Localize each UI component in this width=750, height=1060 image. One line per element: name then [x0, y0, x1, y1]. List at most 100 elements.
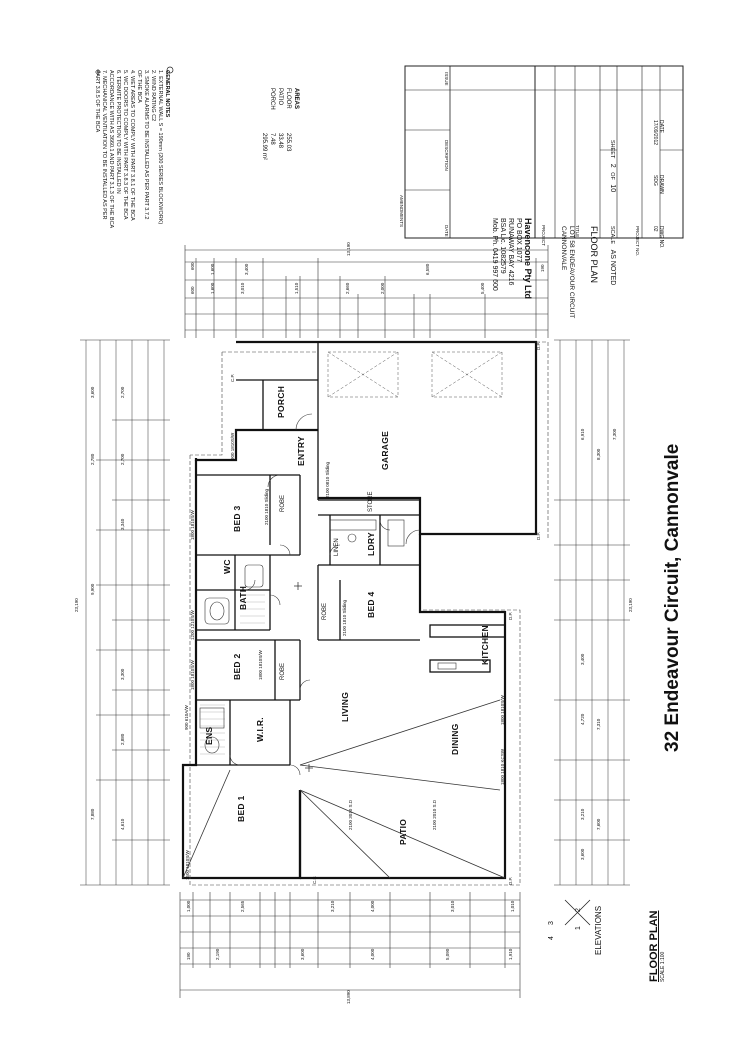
dim-left-1: 9,900: [90, 583, 95, 595]
company-line: RUNAWAY BAY 4216: [507, 218, 514, 286]
window-tag: 2100 3010 S.D: [348, 799, 353, 830]
room-robe4: ROBE: [322, 602, 328, 620]
window-tag: 1800 1810S/W: [258, 650, 263, 680]
room-bed1: BED 1: [236, 795, 246, 822]
room-bath: BATH: [238, 585, 248, 610]
dp-marker: D.P.: [536, 341, 541, 350]
dim-right-2: 6,910: [580, 428, 585, 440]
room-dining: DINING: [450, 723, 460, 755]
plan-title: FLOOR PLAN: [648, 910, 660, 983]
room-bed2: BED 2: [232, 653, 242, 680]
dim-bottom-2: 2,190: [215, 948, 220, 960]
slab-diagonals: [327, 351, 503, 398]
bottom-dimensions: [179, 892, 521, 998]
eave-line: [189, 341, 549, 886]
roof-lines: [182, 699, 506, 879]
close-cross-circle: [166, 66, 174, 74]
elevation-number-4: 4: [548, 936, 555, 940]
dim-left-2: 3,300: [120, 668, 125, 680]
dim-right-2: 4,720: [580, 713, 585, 725]
right-dimensions: [554, 339, 630, 886]
description-label: DESCRIPTION: [444, 140, 449, 171]
room-robe3: ROBE: [280, 494, 286, 512]
dp-marker: D.P.: [536, 531, 541, 540]
room-patio: PATIO: [398, 818, 408, 845]
general-notes: GENERAL NOTES 1. EXTERNAL WALL S = 190mm…: [93, 70, 170, 228]
window-tag: 2100 0810 Sliding: [325, 461, 330, 498]
left-dimensions: [80, 339, 170, 886]
dim-left-1: 2,780: [90, 453, 95, 465]
elevation-number-3: 3: [548, 921, 555, 925]
areas-total: 295.99 m²: [261, 133, 267, 161]
room-living: LIVING: [340, 691, 350, 722]
dp-marker: D.P.: [508, 611, 513, 620]
window-tag: 1800 1810S/W: [190, 660, 195, 690]
dim-top-2: 600: [190, 286, 195, 294]
scale-row: SCALE AS NOTED: [609, 226, 616, 286]
dim-right-overall: 23,190: [628, 598, 633, 612]
room-kitchen: KITCHEN: [480, 625, 490, 665]
window-tag: 1800 1810S/W: [500, 695, 505, 725]
project-label: PROJECT: [541, 225, 546, 247]
dim-right-1: 8,300: [596, 448, 601, 460]
room-entry: ENTRY: [296, 436, 306, 466]
room-store: STORE: [368, 491, 374, 512]
dim-bottom-2: 190: [186, 952, 191, 960]
window-tag: 900 1810S/W: [230, 432, 235, 460]
room-wir: W.I.R.: [255, 717, 265, 742]
dim-left-2: 2,880: [120, 733, 125, 745]
room-garage: GARAGE: [380, 430, 390, 470]
note-line: 2. WIND RATING C2: [150, 70, 156, 122]
amendments-label: AMENDMENTS: [399, 195, 404, 228]
fixtures: [199, 519, 457, 754]
top-dimensions: [184, 245, 549, 338]
dim-left-1: 7,880: [90, 808, 95, 820]
dim-top-2: 1,510: [294, 282, 299, 294]
dim-left-2: 2,700: [120, 386, 125, 398]
note-line: 5. WC DOORS TO COMPLY WITH PART 3.8.3 OF…: [122, 70, 128, 220]
dim-bottom-1: 1,000: [186, 900, 191, 912]
dim-top-1: 190: [540, 264, 545, 272]
dim-right-1: 7,600: [596, 818, 601, 830]
room-porch: PORCH: [276, 385, 286, 418]
dim-bottom-1: 1,010: [510, 900, 515, 912]
note-line: OF THE BCA: [136, 70, 142, 103]
dim-bottom-1: 3,210: [330, 900, 335, 912]
drawn-row: DRAWN SDG: [652, 175, 664, 194]
dim-top-2: 2,000: [380, 282, 385, 294]
company-line: Mob. Ph. 0419 997 600: [491, 218, 498, 291]
dim-left-1: 3,600: [90, 386, 95, 398]
note-line: 3. SMOKE ALARMS TO BE INSTALLED AS PER P…: [143, 70, 149, 220]
tile-hatch: [200, 594, 265, 755]
dim-right-1: 7,310: [596, 718, 601, 730]
dim-right-2: 3,600: [580, 848, 585, 860]
areas-table: AREAS FLOOR255.03 PATIO33.48 PORCH7.48 2…: [260, 88, 300, 160]
window-tag: 1200 1210S/W: [190, 610, 195, 640]
dim-right-1: 7,300: [612, 428, 617, 440]
company-block: Havencone Pty Ltd PO BOX 1077 RUNAWAY BA…: [490, 218, 533, 299]
areas-row: PORCH7.48: [269, 88, 275, 145]
dim-top-2: 3,010: [240, 282, 245, 294]
note-line: ACCORDANCE WITH AS 3660.1 AND PART 3.1.3…: [108, 70, 114, 229]
dp-marker: D.P.: [508, 876, 513, 885]
date-label: DATE: [444, 225, 449, 237]
dim-right-2: 3,210: [580, 808, 585, 820]
dim-top-overall: 13,190: [346, 242, 351, 256]
dim-left-2: 2,700: [120, 453, 125, 465]
dim-bottom-2: 3,600: [300, 948, 305, 960]
plan-scale: SCALE 1:100: [660, 951, 666, 982]
elevation-number-2: 2: [575, 908, 582, 912]
room-bed4: BED 4: [366, 591, 376, 618]
areas-row: FLOOR255.03: [285, 88, 291, 152]
sheet-row: SHEET 2 OF 10: [609, 140, 616, 193]
note-line: PART 3.8.5 OF THE BCA: [94, 70, 100, 133]
room-ens: ENS: [204, 726, 214, 745]
dim-left-2: 3,340: [120, 518, 125, 530]
areas-heading: AREAS: [293, 88, 299, 110]
window-tag: 2100 1810 Sliding: [264, 488, 269, 525]
project-no-label: PROJECT NO.: [635, 226, 640, 257]
company-line: PO BOX 1077: [515, 218, 522, 263]
dim-top-2: 5,400: [480, 282, 485, 294]
